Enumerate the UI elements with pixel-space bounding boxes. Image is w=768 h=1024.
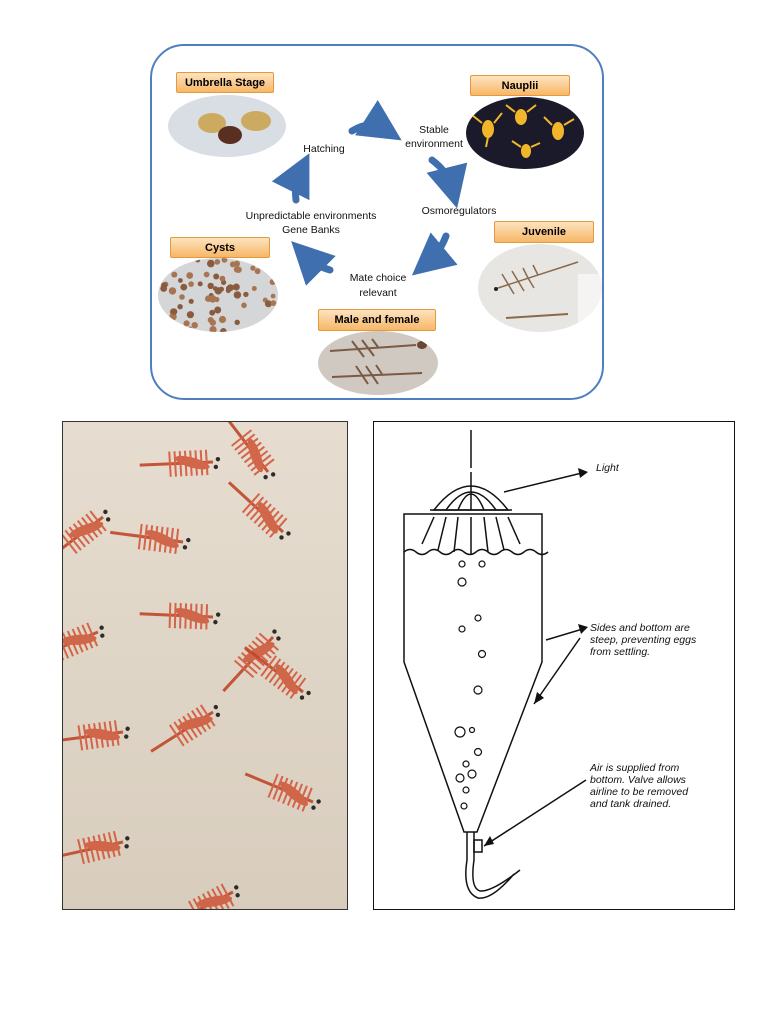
- juvenile-photo: [478, 244, 602, 332]
- arrow-to-unpredictable: [291, 241, 336, 286]
- nauplii-photo: [466, 97, 584, 169]
- air-note-line-1: Air is supplied from: [590, 762, 680, 774]
- cycle-arrows: [271, 99, 468, 286]
- stage-label-juvenile: Juvenile: [494, 221, 594, 243]
- air-note-line-4: and tank drained.: [590, 798, 672, 810]
- sides-note-line-1: Sides and bottom are: [590, 622, 690, 634]
- tank-sides-note: Sides and bottom are steep, preventing e…: [590, 622, 696, 658]
- arrow-to-hatching: [271, 153, 310, 204]
- tank-air-note: Air is supplied from bottom. Valve allow…: [590, 762, 688, 810]
- label-gene-banks: Gene Banks: [282, 224, 340, 236]
- sides-note-line-2: steep, preventing eggs: [590, 634, 697, 646]
- air-note-line-2: bottom. Valve allows: [590, 774, 686, 786]
- arrow-to-mate: [411, 232, 458, 276]
- stage-label-cysts: Cysts: [170, 237, 270, 258]
- arrow-to-stable: [348, 99, 402, 141]
- male-female-photo: [318, 331, 438, 395]
- stage-label-male-female: Male and female: [318, 309, 436, 331]
- label-unpredictable: Unpredictable environments: [245, 210, 377, 222]
- stage-label-umbrella: Umbrella Stage: [176, 72, 274, 93]
- label-stable: Stable: [419, 124, 449, 136]
- arrow-to-osmoregulators: [426, 156, 468, 209]
- hatching-tank-diagram: Light Sides and bottom are steep, preven…: [373, 421, 735, 910]
- label-relevant: relevant: [359, 287, 397, 299]
- label-environment: environment: [405, 138, 463, 150]
- label-hatching: Hatching: [303, 143, 345, 155]
- stage-label-nauplii: Nauplii: [470, 75, 570, 96]
- tank-light-label: Light: [596, 462, 619, 474]
- air-note-line-3: airline to be removed: [590, 786, 689, 798]
- umbrella-stage-photo: [168, 95, 286, 157]
- label-mate-choice: Mate choice: [349, 272, 407, 284]
- sides-note-line-3: from settling.: [590, 646, 651, 658]
- adult-artemia-photo: [62, 421, 348, 910]
